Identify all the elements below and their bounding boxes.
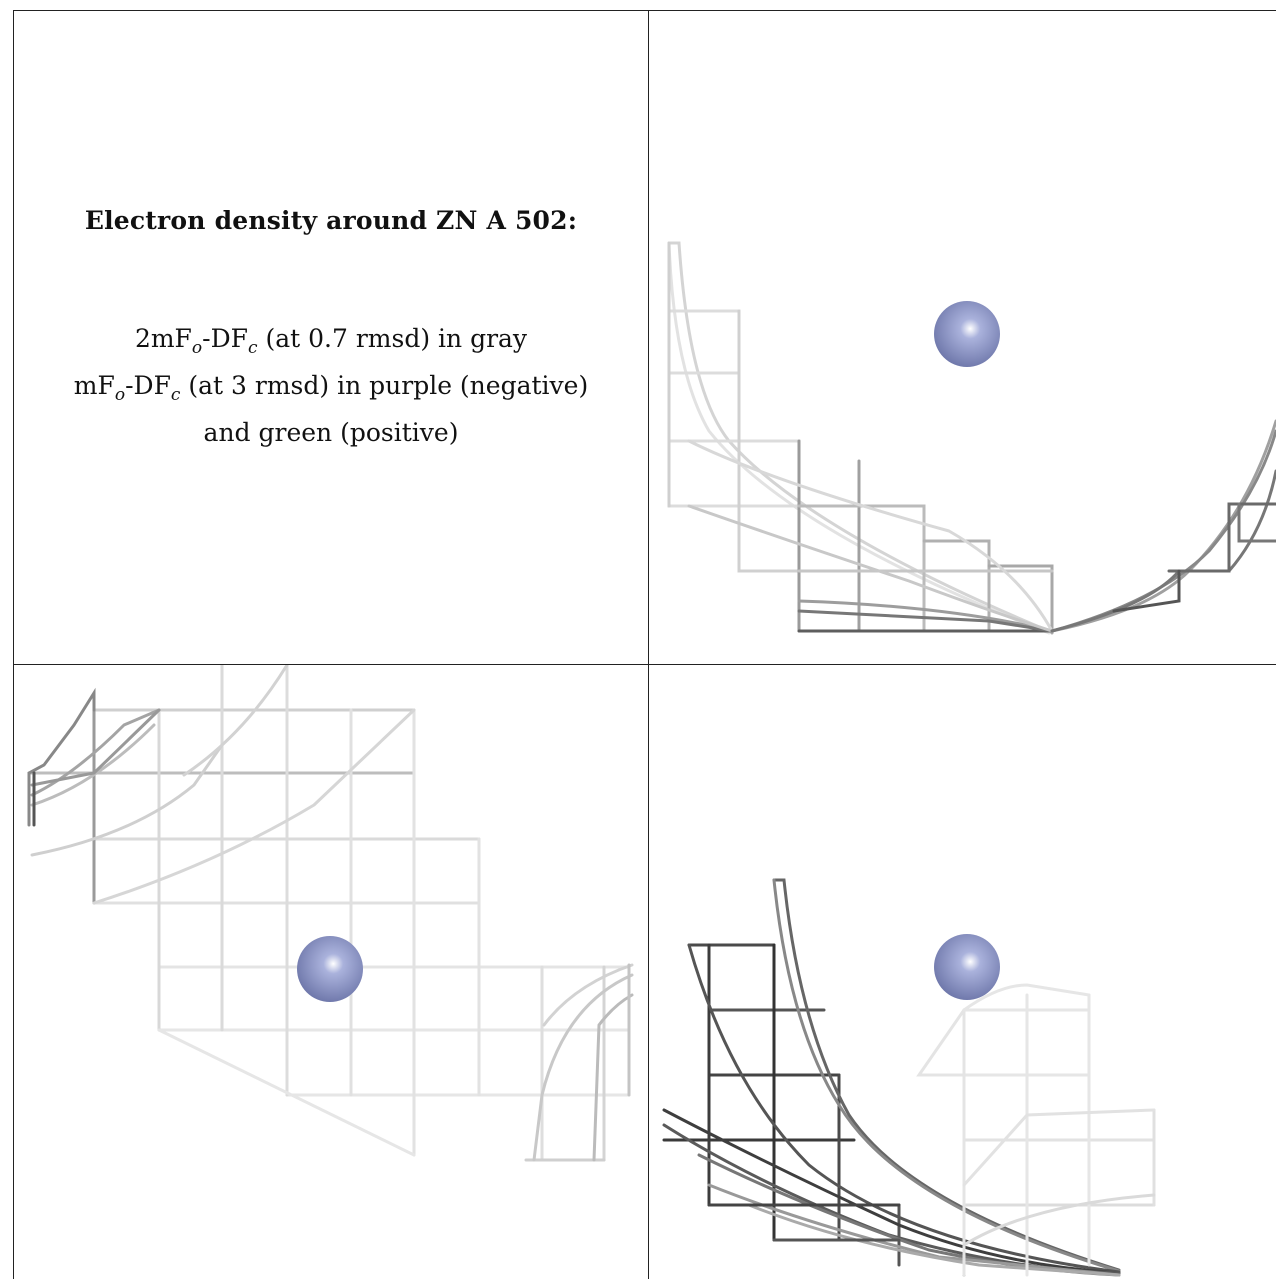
caption-line-3: and green (positive) <box>203 418 459 447</box>
caption-panel: Electron density around ZN A 502: 2mFo-D… <box>14 0 648 664</box>
density-mesh-bottom-right <box>662 878 1156 1277</box>
view-top-right <box>667 241 1276 635</box>
view-bottom-left <box>27 665 634 1162</box>
frame-center-horizontal <box>13 664 1276 665</box>
density-mesh-top-right <box>667 241 1276 635</box>
zn-atom-bottom-right <box>934 934 1000 1000</box>
caption-body: 2mFo-DFc (at 0.7 rmsd) in gray mFo-DFc (… <box>14 320 648 452</box>
caption-title: Electron density around ZN A 502: <box>84 206 578 235</box>
caption-line-2: mFo-DFc (at 3 rmsd) in purple (negative) <box>73 371 589 405</box>
view-bottom-right <box>662 878 1156 1277</box>
zn-atom-bottom-left <box>297 936 363 1002</box>
frame-top-border <box>13 10 1276 11</box>
density-mesh-bottom-left <box>27 665 634 1162</box>
caption-line-1: 2mFo-DFc (at 0.7 rmsd) in gray <box>134 324 528 358</box>
frame-left-border <box>13 10 14 1279</box>
zn-atom-top-right <box>934 301 1000 367</box>
frame-center-vertical <box>648 10 649 1279</box>
